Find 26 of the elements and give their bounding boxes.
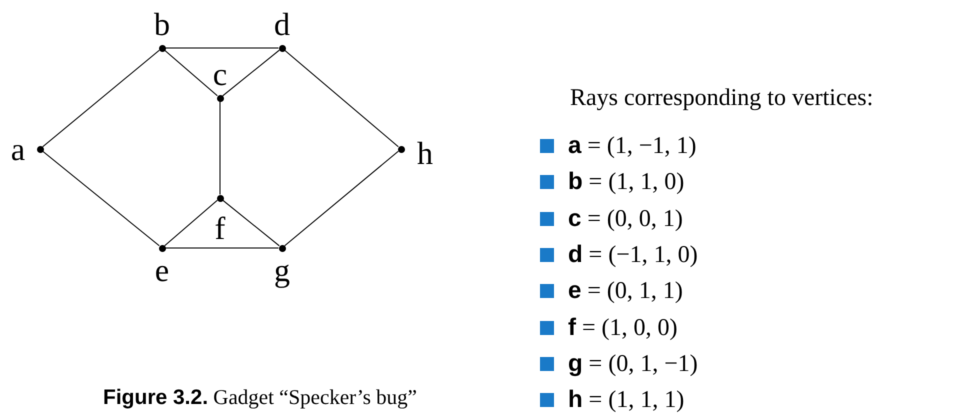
graph-edge bbox=[42, 50, 160, 148]
graph-edge bbox=[222, 200, 280, 246]
vertex-label: e bbox=[154, 254, 170, 286]
legend-entry: e = (0, 1, 1) bbox=[568, 276, 683, 306]
vertex-label: d bbox=[274, 8, 290, 40]
legend-entry: g = (0, 1, −1) bbox=[568, 348, 698, 379]
vertex-label: h bbox=[417, 137, 433, 169]
legend-entry: f = (1, 0, 0) bbox=[568, 312, 678, 343]
legend-entry: c = (0, 0, 1) bbox=[568, 204, 683, 234]
graph-edge bbox=[164, 200, 218, 246]
vertex-label: a bbox=[10, 133, 26, 165]
legend-entry: h = (1, 1, 1) bbox=[568, 385, 684, 416]
graph-edge bbox=[222, 50, 280, 96]
graph-edge bbox=[284, 150, 399, 246]
legend-heading: Rays corresponding to vertices: bbox=[570, 84, 874, 113]
figure-caption: Figure 3.2. Gadget “Specker’s bug” bbox=[103, 384, 417, 411]
legend-entry: b = (1, 1, 0) bbox=[568, 167, 684, 198]
vertex-label: c bbox=[212, 58, 228, 90]
vertex-label: g bbox=[274, 254, 290, 286]
graph-edge bbox=[164, 50, 218, 96]
vertex-label: f bbox=[214, 212, 226, 244]
vertex-label: b bbox=[154, 8, 170, 40]
graph-edge bbox=[284, 50, 399, 148]
legend-entry: d = (−1, 1, 0) bbox=[568, 240, 698, 270]
graph-edge bbox=[42, 150, 160, 246]
legend-entry: a = (1, −1, 1) bbox=[568, 131, 696, 162]
